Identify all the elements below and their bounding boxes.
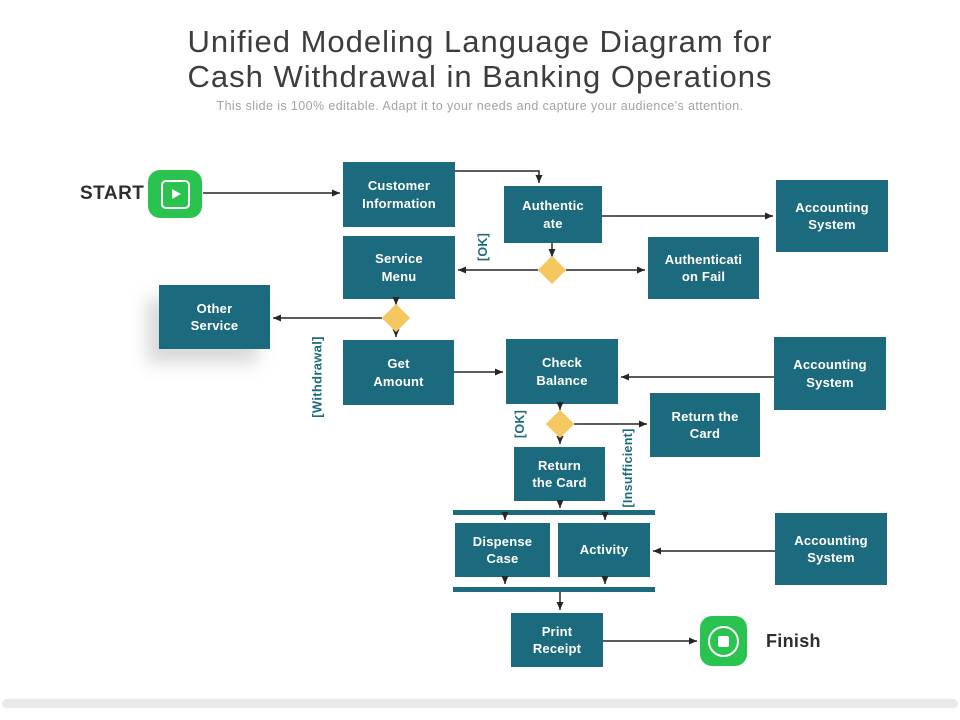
- node-customer-information: Customer Information: [343, 162, 455, 227]
- node-service-menu: Service Menu: [343, 236, 455, 299]
- node-other-service: Other Service: [159, 285, 270, 349]
- node-accounting-system-2: Accounting System: [774, 337, 886, 410]
- decision-diamond-authenticate: [537, 255, 567, 285]
- page-title-line2: Cash Withdrawal in Banking Operations: [187, 59, 773, 94]
- node-accounting-system-1: Accounting System: [776, 180, 888, 252]
- fork-bar: [453, 510, 655, 515]
- play-icon-outline: [160, 179, 190, 209]
- node-get-amount: Get Amount: [343, 340, 454, 405]
- page-title: Unified Modeling Language Diagram for Ca…: [0, 24, 960, 94]
- node-activity: Activity: [558, 523, 650, 577]
- node-check-balance: Check Balance: [506, 339, 618, 404]
- node-return-the-card-right: Return the Card: [650, 393, 760, 457]
- finish-label: Finish: [766, 631, 821, 651]
- edge-label-withdrawal: [Withdrawal]: [309, 336, 325, 418]
- stop-icon: [700, 616, 747, 666]
- node-dispense-case: Dispense Case: [455, 523, 550, 577]
- stop-icon-square: [718, 635, 729, 647]
- bottom-divider-strip: [2, 699, 958, 708]
- stop-icon-ring: [708, 625, 739, 657]
- join-bar: [453, 587, 655, 592]
- edge-label-ok-1: [OK]: [476, 232, 490, 262]
- node-accounting-system-3: Accounting System: [775, 513, 887, 585]
- edge-label-ok-2: [OK]: [513, 409, 527, 439]
- decision-diamond-check-balance: [545, 409, 575, 439]
- start-label: START: [80, 183, 145, 204]
- decision-diamond-service-menu: [381, 303, 411, 333]
- edge-label-insufficient: [Insufficient]: [621, 428, 635, 508]
- play-icon-triangle: [171, 189, 181, 199]
- page-subtitle: This slide is 100% editable. Adapt it to…: [216, 99, 744, 113]
- node-authentication-fail: Authenticati on Fail: [648, 237, 759, 299]
- node-print-receipt: Print Receipt: [511, 613, 603, 667]
- page-title-line1: Unified Modeling Language Diagram for: [187, 24, 773, 59]
- edge-customer-information-to-authenticate: [455, 170, 543, 183]
- node-return-the-card-lower: Return the Card: [514, 447, 605, 501]
- node-authenticate: Authentic ate: [504, 186, 602, 243]
- play-icon: [148, 170, 202, 218]
